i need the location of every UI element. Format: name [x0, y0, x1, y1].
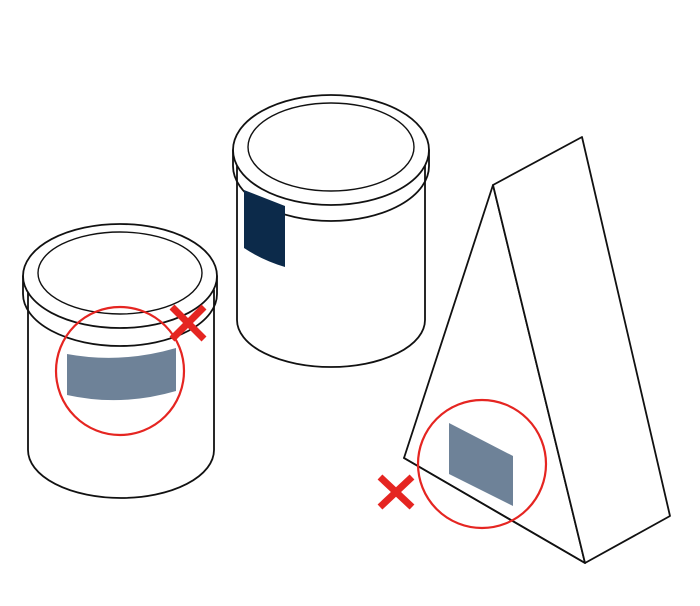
red-circle-highlight-carton: [416, 398, 548, 530]
x-mark-icon: [377, 474, 415, 510]
front-canister-light-label: [67, 348, 176, 401]
red-circle-highlight-canister: [54, 305, 186, 437]
carton-bottom-edge: [403, 457, 586, 564]
carton-light-label: [449, 423, 513, 506]
carton-side-face: [492, 136, 671, 564]
back-canister-lid-inner: [247, 102, 415, 192]
front-canister-lid-band: [22, 275, 218, 347]
back-canister-lid-band: [232, 149, 430, 222]
back-canister-dark-label: [244, 190, 285, 267]
x-mark-icon: [169, 304, 207, 342]
back-canister: [232, 94, 430, 368]
front-canister-lid-rim: [22, 223, 218, 329]
front-left-canister: [22, 223, 218, 499]
back-canister-lid-rim: [232, 94, 430, 206]
front-canister-lid-inner: [37, 231, 203, 315]
triangular-carton: [403, 136, 671, 564]
